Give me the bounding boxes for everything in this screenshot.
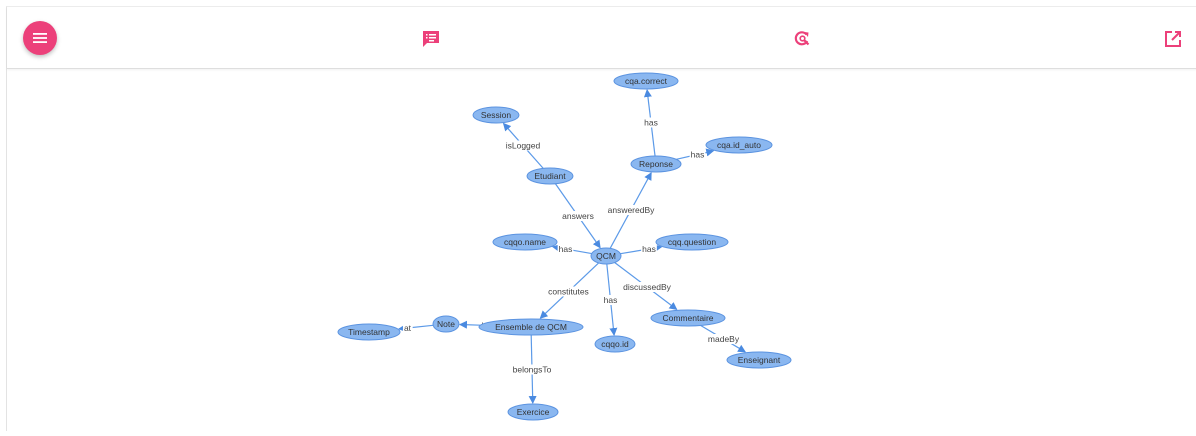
edge-ensemble-note[interactable]	[458, 320, 481, 329]
node-etudiant[interactable]: Etudiant	[526, 167, 574, 185]
node-shape[interactable]	[650, 309, 726, 327]
node-cqa_id_auto[interactable]: cqa.id_auto	[705, 136, 773, 154]
node-label: cqq.question	[668, 237, 716, 247]
node-ensemble[interactable]: Ensemble de QCM	[478, 318, 584, 336]
edge-label-commentaire-enseignant: madeBy	[708, 334, 740, 344]
node-enseignant[interactable]: Enseignant	[726, 351, 792, 369]
node-label: Timestamp	[348, 327, 390, 337]
node-shape[interactable]	[594, 335, 636, 353]
edge-label-background	[622, 282, 673, 292]
edge-label-background	[561, 211, 595, 221]
node-shape[interactable]	[507, 403, 559, 421]
node-commentaire[interactable]: Commentaire	[650, 309, 726, 327]
node-shape[interactable]	[526, 167, 574, 185]
node-shape[interactable]	[630, 155, 682, 173]
edge-label-background	[602, 295, 619, 305]
edge-label-ensemble-exercice: belongsTo	[513, 365, 552, 375]
edge-label-background	[606, 205, 657, 215]
open-in-new-icon	[1165, 31, 1181, 47]
node-cqa_correct[interactable]: cqa.correct	[613, 72, 679, 90]
edge-label-reponse-cqa_correct: has	[644, 118, 658, 128]
menu-button[interactable]	[23, 21, 57, 55]
node-qcm[interactable]: QCM	[590, 247, 622, 265]
refresh-search-icon	[794, 31, 810, 46]
node-shape[interactable]	[432, 315, 460, 333]
edge-label-background	[706, 334, 741, 344]
node-shape[interactable]	[655, 233, 729, 251]
node-timestamp[interactable]: Timestamp	[337, 323, 401, 341]
node-exercice[interactable]: Exercice	[507, 403, 559, 421]
edge-label-qcm-cqq_question: has	[642, 244, 656, 254]
node-shape[interactable]	[590, 247, 622, 265]
edge-label-background	[547, 286, 590, 297]
edge-label-etudiant-qcm: answers	[562, 211, 594, 221]
node-label: Reponse	[639, 159, 673, 169]
node-session[interactable]: Session	[472, 106, 520, 124]
hamburger-menu-icon	[33, 33, 47, 43]
node-label: Etudiant	[534, 171, 566, 181]
edge-label-reponse-cqa_id_auto: has	[691, 150, 705, 160]
node-label: cqa.id_auto	[717, 140, 761, 150]
node-label: Ensemble de QCM	[495, 322, 567, 332]
edge-label-background	[504, 140, 542, 151]
node-cqqo_name[interactable]: cqqo.name	[492, 233, 558, 251]
edge-label-background	[643, 117, 659, 128]
edge-label-qcm-reponse: answeredBy	[608, 205, 656, 215]
edge-label-etudiant-session: isLogged	[506, 141, 541, 151]
node-shape[interactable]	[478, 318, 584, 336]
edges-layer: isLogged answers answeredBy has has has has con…	[398, 89, 747, 405]
node-label: Note	[437, 319, 455, 329]
comment-list-icon	[423, 31, 439, 47]
edge-label-background	[511, 364, 553, 375]
node-label: cqqo.name	[504, 237, 546, 247]
edge-label-qcm-commentaire: discussedBy	[623, 282, 671, 292]
edge-label-qcm-ensemble: constitutes	[548, 287, 589, 297]
edge-label-qcm-cqqo_name: has	[559, 244, 573, 254]
node-cqqo_id[interactable]: cqqo.id	[594, 335, 636, 353]
ontology-graph[interactable]: isLogged answers answeredBy has has has has con…	[7, 69, 1196, 431]
node-shape[interactable]	[705, 136, 773, 154]
edge-label-background	[641, 244, 657, 254]
comment-list-button[interactable]	[421, 29, 441, 49]
app-frame: isLogged answers answeredBy has has has has con…	[6, 6, 1196, 431]
toolbar	[7, 7, 1196, 69]
node-shape[interactable]	[613, 72, 679, 90]
edge-label-background	[557, 244, 574, 254]
node-shape[interactable]	[726, 351, 792, 369]
node-reponse[interactable]: Reponse	[630, 155, 682, 173]
edge-label-note-timestamp: at	[404, 323, 412, 333]
graph-canvas[interactable]: isLogged answers answeredBy has has has has con…	[7, 69, 1196, 431]
refresh-search-button[interactable]	[793, 29, 813, 49]
node-label: cqa.correct	[625, 76, 668, 86]
node-label: QCM	[596, 251, 616, 261]
node-shape[interactable]	[492, 233, 558, 251]
node-shape[interactable]	[472, 106, 520, 124]
node-cqq_question[interactable]: cqq.question	[655, 233, 729, 251]
edge-label-background	[689, 149, 706, 160]
node-label: Enseignant	[738, 355, 781, 365]
open-external-button[interactable]	[1163, 29, 1183, 49]
node-label: cqqo.id	[601, 339, 629, 349]
edge-label-background	[402, 323, 413, 333]
node-label: Session	[481, 110, 512, 120]
node-shape[interactable]	[337, 323, 401, 341]
node-note[interactable]: Note	[432, 315, 460, 333]
node-label: Commentaire	[662, 313, 713, 323]
edge-label-qcm-cqqo_id: has	[604, 295, 618, 305]
node-label: Exercice	[517, 407, 550, 417]
